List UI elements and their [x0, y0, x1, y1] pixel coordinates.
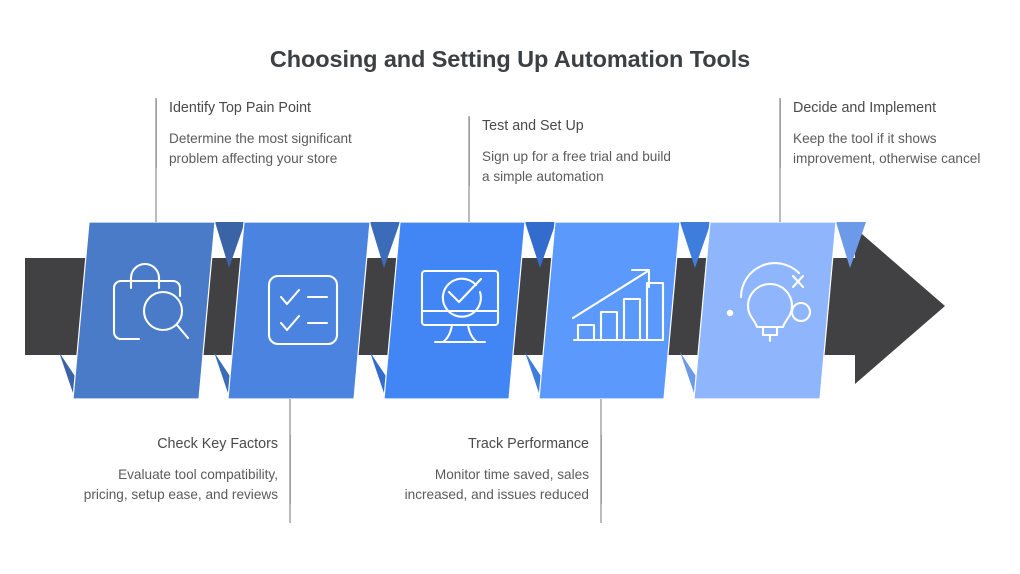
callout-step-2: Check Key Factors Evaluate tool compatib…	[80, 435, 291, 504]
callout-step-4-title: Track Performance	[467, 436, 589, 452]
callout-step-5-body: Keep the tool if it shows improvement, o…	[793, 131, 981, 166]
callout-step-1-body: Determine the most significant problem a…	[169, 131, 352, 166]
monitor-check-icon	[420, 269, 500, 344]
step-slab-5[interactable]	[680, 221, 866, 400]
step-slab-1[interactable]	[59, 221, 245, 400]
slab-4-body	[538, 221, 681, 400]
step-slab-2[interactable]	[214, 221, 400, 400]
callout-step-3-title: Test and Set Up	[482, 118, 584, 134]
page-title: Choosing and Setting Up Automation Tools	[269, 46, 751, 72]
callout-step-4-body: Monitor time saved, sales increased, and…	[404, 467, 589, 502]
step-slab-4[interactable]	[525, 221, 711, 400]
checklist-icon	[267, 274, 339, 346]
slab-2-fold-top	[370, 222, 400, 268]
callout-step-1: Identify Top Pain Point Determine the mo…	[156, 99, 359, 168]
callout-step-3: Test and Set Up Sign up for a free trial…	[469, 117, 682, 186]
shopping-bag-search-icon	[112, 263, 190, 341]
slab-5-fold-top	[836, 222, 866, 268]
growth-chart-icon	[571, 268, 665, 342]
slab-2-body	[227, 221, 371, 400]
slab-1-fold-top	[215, 222, 245, 268]
slab-3-fold-top	[525, 222, 556, 268]
lightbulb-idea-icon	[726, 262, 812, 343]
callout-step-3-body: Sign up for a free trial and build a sim…	[482, 149, 671, 184]
callout-step-2-body: Evaluate tool compatibility, pricing, se…	[83, 467, 278, 502]
callout-step-5-title: Decide and Implement	[793, 100, 937, 116]
callout-step-1-title: Identify Top Pain Point	[169, 100, 312, 116]
slab-4-fold-top	[680, 222, 711, 268]
callout-step-4: Track Performance Monitor time saved, sa…	[396, 435, 602, 504]
step-slab-3[interactable]	[370, 221, 556, 400]
callout-step-5: Decide and Implement Keep the tool if it…	[780, 99, 983, 168]
callout-step-2-title: Check Key Factors	[157, 436, 278, 452]
slab-5-body	[693, 221, 837, 400]
